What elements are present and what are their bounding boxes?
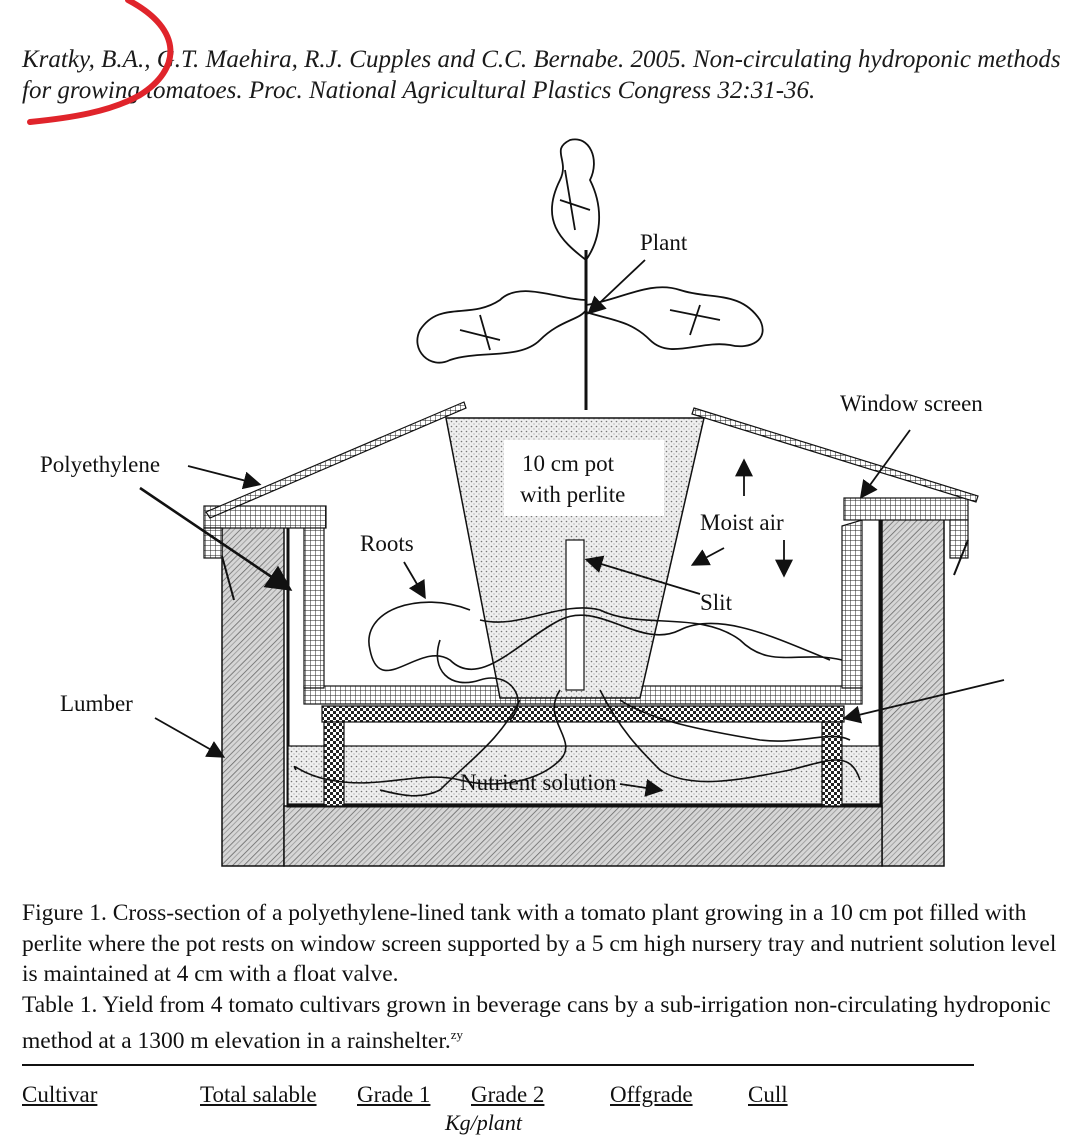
col-header-grade-2: Grade 2 xyxy=(471,1082,545,1107)
table-1-caption: Table 1. Yield from 4 tomato cultivars g… xyxy=(22,990,1062,1057)
col-header-cull: Cull xyxy=(748,1082,788,1107)
red-pen-mark xyxy=(27,0,174,125)
label-lumber: Lumber xyxy=(60,691,133,716)
pot-with-perlite xyxy=(445,417,705,699)
label-window-screen: Window screen xyxy=(840,391,983,416)
polyethylene-liner xyxy=(286,520,882,808)
label-roots: Roots xyxy=(360,531,414,556)
nutrient-solution xyxy=(287,745,881,805)
label-pot-line1: 10 cm pot xyxy=(522,451,615,476)
label-slit: Slit xyxy=(700,590,733,615)
col-header-total-salable: Total salable xyxy=(200,1082,317,1107)
table-top-rule xyxy=(22,1064,974,1066)
col-header-cultivar: Cultivar xyxy=(22,1082,98,1107)
nursery-tray xyxy=(321,705,845,807)
col-header-grade-1: Grade 1 xyxy=(357,1082,431,1107)
label-pot-line2: with perlite xyxy=(520,482,625,507)
hydroponic-diagram: Plant Window screen Polyethylene 10 cm p… xyxy=(40,138,1005,867)
col-header-offgrade: Offgrade xyxy=(610,1082,693,1107)
captions: Figure 1. Cross-section of a polyethylen… xyxy=(22,898,1062,1056)
label-moist-air: Moist air xyxy=(700,510,784,535)
table-1-caption-text: Table 1. Yield from 4 tomato cultivars g… xyxy=(22,991,1051,1054)
label-polyethylene: Polyethylene xyxy=(40,452,160,477)
label-arrows xyxy=(139,259,1005,797)
unit-label: Kg/plant xyxy=(445,1110,523,1135)
lumber-frame xyxy=(221,517,945,867)
label-plant: Plant xyxy=(640,230,688,255)
tomato-plant xyxy=(416,138,764,410)
roots xyxy=(293,601,861,797)
figure-1-caption: Figure 1. Cross-section of a polyethylen… xyxy=(22,900,1057,987)
label-nutrient-solution: Nutrient solution xyxy=(460,770,617,795)
table-1-superscript: zy xyxy=(450,1027,464,1042)
